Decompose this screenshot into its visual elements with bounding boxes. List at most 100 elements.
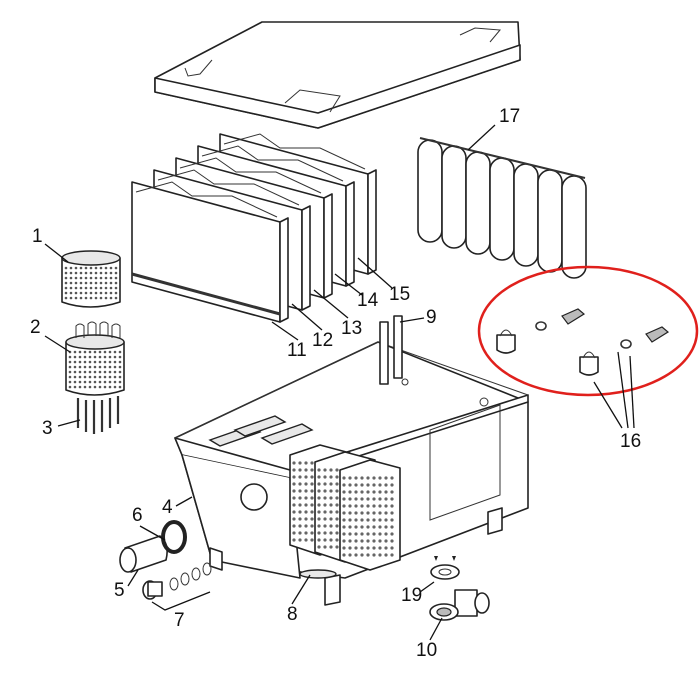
- mesh-hole: [118, 360, 122, 364]
- mesh-hole: [292, 531, 296, 535]
- mesh-hole: [79, 266, 83, 270]
- mesh-hole: [317, 510, 321, 514]
- mesh-hole: [114, 291, 118, 295]
- mesh-hole: [108, 355, 112, 359]
- mesh-hole: [342, 504, 346, 508]
- mesh-hole: [109, 271, 113, 275]
- mesh-hole: [88, 350, 92, 354]
- mesh-hole: [384, 490, 388, 494]
- mesh-hole: [360, 490, 364, 494]
- mesh-hole: [74, 271, 78, 275]
- mesh-hole: [366, 483, 370, 487]
- mesh-hole: [98, 365, 102, 369]
- highlight-ellipse: [477, 265, 699, 397]
- mesh-hole: [99, 266, 103, 270]
- mesh-hole: [310, 489, 314, 493]
- mesh-hole: [366, 497, 370, 501]
- mesh-hole: [335, 475, 339, 479]
- mesh-hole: [73, 375, 77, 379]
- mesh-hole: [372, 511, 376, 515]
- mesh-hole: [103, 370, 107, 374]
- mesh-hole: [73, 355, 77, 359]
- mesh-hole: [378, 553, 382, 557]
- mesh-hole: [384, 497, 388, 501]
- mesh-hole: [69, 276, 73, 280]
- mesh-hole: [109, 266, 113, 270]
- mesh-hole: [317, 482, 321, 486]
- mesh-hole: [342, 476, 346, 480]
- mesh-hole: [93, 360, 97, 364]
- part-3-pins: [76, 396, 120, 434]
- mesh-hole: [304, 475, 308, 479]
- label-19: 19: [401, 585, 423, 606]
- mesh-hole: [88, 365, 92, 369]
- mesh-hole: [304, 482, 308, 486]
- mesh-hole: [292, 482, 296, 486]
- inner-baskets: [208, 415, 401, 571]
- mesh-hole: [298, 482, 302, 486]
- mesh-hole: [109, 291, 113, 295]
- mesh-hole: [74, 266, 78, 270]
- filter-tube: [561, 175, 587, 279]
- inner-clip: [260, 423, 314, 445]
- mesh-hole: [114, 271, 118, 275]
- mesh-hole: [74, 291, 78, 295]
- label-5: 5: [114, 580, 125, 601]
- mesh-hole: [360, 518, 364, 522]
- mesh-hole: [323, 468, 327, 472]
- mesh-hole: [292, 461, 296, 465]
- mesh-hole: [390, 490, 394, 494]
- mesh-hole: [329, 524, 333, 528]
- mesh-hole: [329, 482, 333, 486]
- mesh-hole: [79, 296, 83, 300]
- mesh-hole: [69, 271, 73, 275]
- mesh-hole: [329, 538, 333, 542]
- mesh-hole: [84, 266, 88, 270]
- mesh-hole: [329, 468, 333, 472]
- mesh-hole: [335, 510, 339, 514]
- mesh-hole: [114, 281, 118, 285]
- mesh-hole: [298, 475, 302, 479]
- mesh-hole: [88, 380, 92, 384]
- mesh-hole: [317, 545, 321, 549]
- mesh-hole: [118, 380, 122, 384]
- mesh-hole: [64, 276, 68, 280]
- filter-panel-edge: [367, 169, 377, 275]
- mesh-hole: [89, 286, 93, 290]
- mesh-hole: [310, 524, 314, 528]
- mesh-hole: [74, 286, 78, 290]
- mesh-hole: [73, 365, 77, 369]
- mesh-hole: [342, 539, 346, 543]
- mesh-hole: [335, 468, 339, 472]
- mesh-hole: [68, 355, 72, 359]
- mesh-hole: [360, 497, 364, 501]
- mesh-hole: [310, 538, 314, 542]
- mesh-hole: [378, 518, 382, 522]
- mesh-hole: [360, 539, 364, 543]
- mesh-hole: [310, 531, 314, 535]
- mesh-hole: [342, 518, 346, 522]
- mesh-hole: [354, 532, 358, 536]
- mesh-hole: [378, 539, 382, 543]
- mesh-hole: [304, 461, 308, 465]
- filter-tube: [441, 145, 467, 249]
- mesh-hole: [304, 538, 308, 542]
- mesh-hole: [360, 532, 364, 536]
- mesh-hole: [73, 370, 77, 374]
- filter-tube: [489, 157, 515, 261]
- mesh-hole: [342, 483, 346, 487]
- mesh-hole: [366, 553, 370, 557]
- mesh-hole: [104, 266, 108, 270]
- mesh-hole: [69, 266, 73, 270]
- mesh-hole: [384, 504, 388, 508]
- filter-panels: [131, 133, 377, 323]
- mesh-hole: [348, 504, 352, 508]
- label-3: 3: [42, 418, 53, 439]
- mesh-hole: [83, 370, 87, 374]
- mesh-hole: [342, 490, 346, 494]
- mesh-hole: [323, 517, 327, 521]
- mesh-hole: [98, 360, 102, 364]
- mesh-hole: [348, 525, 352, 529]
- mesh-hole: [103, 355, 107, 359]
- mesh-hole: [73, 380, 77, 384]
